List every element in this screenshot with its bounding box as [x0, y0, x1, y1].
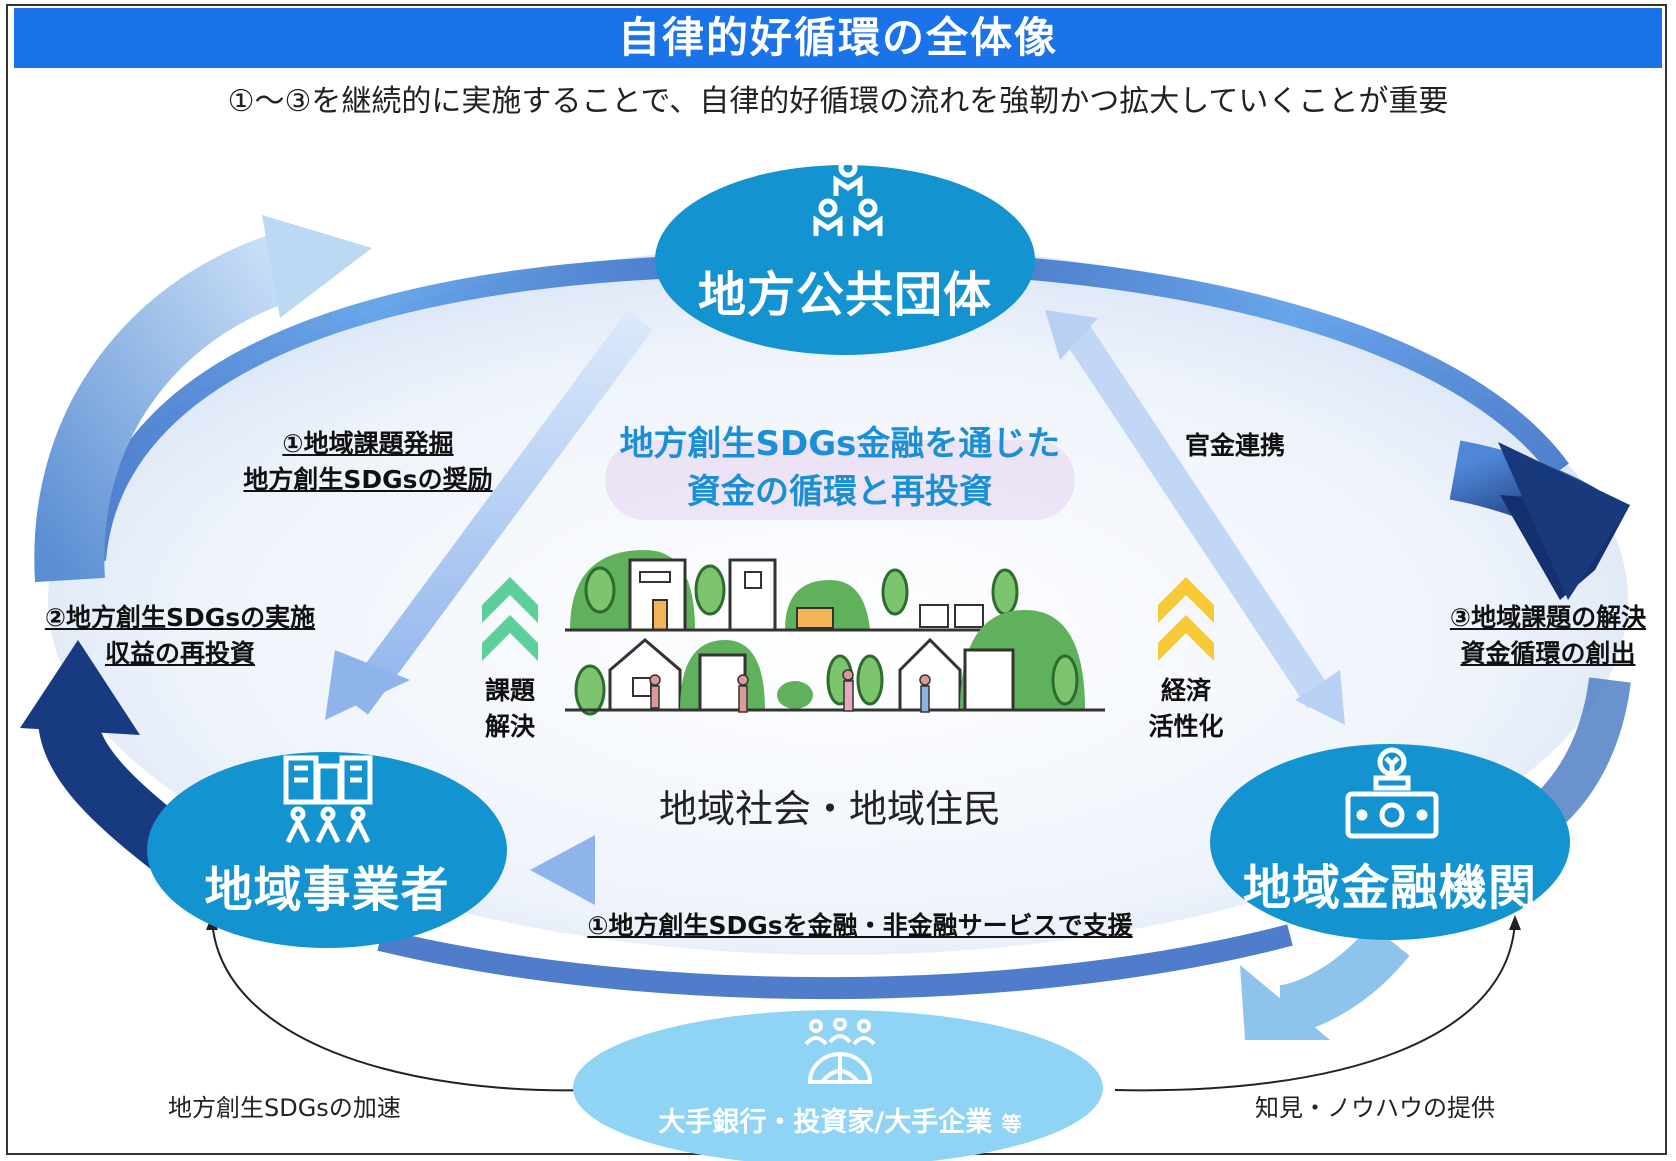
support-label: ①地方創生SDGsを金融・非金融サービスで支援: [587, 911, 1133, 940]
accelerate-label: 地方創生SDGsの加速: [168, 1094, 401, 1122]
double-chevron-up-green-icon: [482, 577, 538, 661]
town-illustration: [565, 550, 1105, 716]
center-title-line2: 資金の循環と再投資: [687, 472, 993, 512]
double-chevron-up-yellow-icon: [1158, 577, 1214, 661]
step3-label: ③地域課題の解決 資金循環の創出: [1428, 600, 1668, 672]
node-major-players: 大手銀行・投資家/大手企業 等: [600, 1100, 1080, 1139]
center-title: 地方創生SDGs金融を通じた 資金の循環と再投資: [580, 420, 1100, 516]
center-title-line1: 地方創生SDGs金融を通じた: [619, 424, 1061, 464]
node-major-players-suffix: 等: [1001, 1112, 1022, 1136]
badge-problem-solving: 課題 解決: [470, 673, 550, 745]
step2-label: ②地方創生SDGsの実施 収益の再投資: [10, 600, 350, 672]
step3-line1: ③地域課題の解決: [1449, 603, 1647, 632]
step1-line1: ①地域課題発掘: [282, 429, 454, 458]
building-people-icon: [283, 755, 373, 844]
globe-people-icon: [804, 1018, 876, 1084]
people-pyramid-icon: [813, 158, 883, 236]
node-financial-institution: 地域金融機関: [1210, 848, 1570, 916]
step3-line2: 資金循環の創出: [1460, 639, 1636, 668]
center-highlight: [605, 440, 1075, 520]
badge-problem-solving-line1: 課題: [484, 676, 535, 705]
badge-economic-revitalization: 経済 活性化: [1138, 673, 1234, 745]
step2-line2: 収益の再投資: [104, 639, 255, 668]
node-major-players-label: 大手銀行・投資家/大手企業: [658, 1107, 993, 1138]
badge-problem-solving-line2: 解決: [484, 712, 535, 741]
step2-line1: ②地方創生SDGsの実施: [44, 603, 316, 632]
badge-economic-revitalization-line2: 活性化: [1148, 712, 1224, 741]
node-local-business: 地域事業者: [147, 850, 507, 918]
step1-line2: 地方創生SDGsの奨励: [243, 465, 493, 494]
badge-economic-revitalization-line1: 経済: [1160, 676, 1211, 705]
community-label: 地域社会・地域住民: [658, 787, 1001, 831]
step1-label: ①地域課題発掘 地方創生SDGsの奨励: [218, 426, 518, 498]
page-subtitle: ①～③を継続的に実施することで、自律的好循環の流れを強靭かつ拡大していくことが重…: [227, 84, 1449, 119]
knowhow-label: 知見・ノウハウの提供: [1255, 1094, 1495, 1122]
node-financial-institution-label: 地域金融機関: [1242, 860, 1537, 916]
node-local-government: 地方公共団体: [655, 255, 1035, 323]
money-icon: [1345, 747, 1439, 839]
public-private-label: 官金連携: [1184, 431, 1285, 460]
page-title: 自律的好循環の全体像: [14, 8, 1662, 68]
node-local-business-label: 地域事業者: [204, 862, 450, 918]
node-local-government-label: 地方公共団体: [697, 267, 992, 323]
